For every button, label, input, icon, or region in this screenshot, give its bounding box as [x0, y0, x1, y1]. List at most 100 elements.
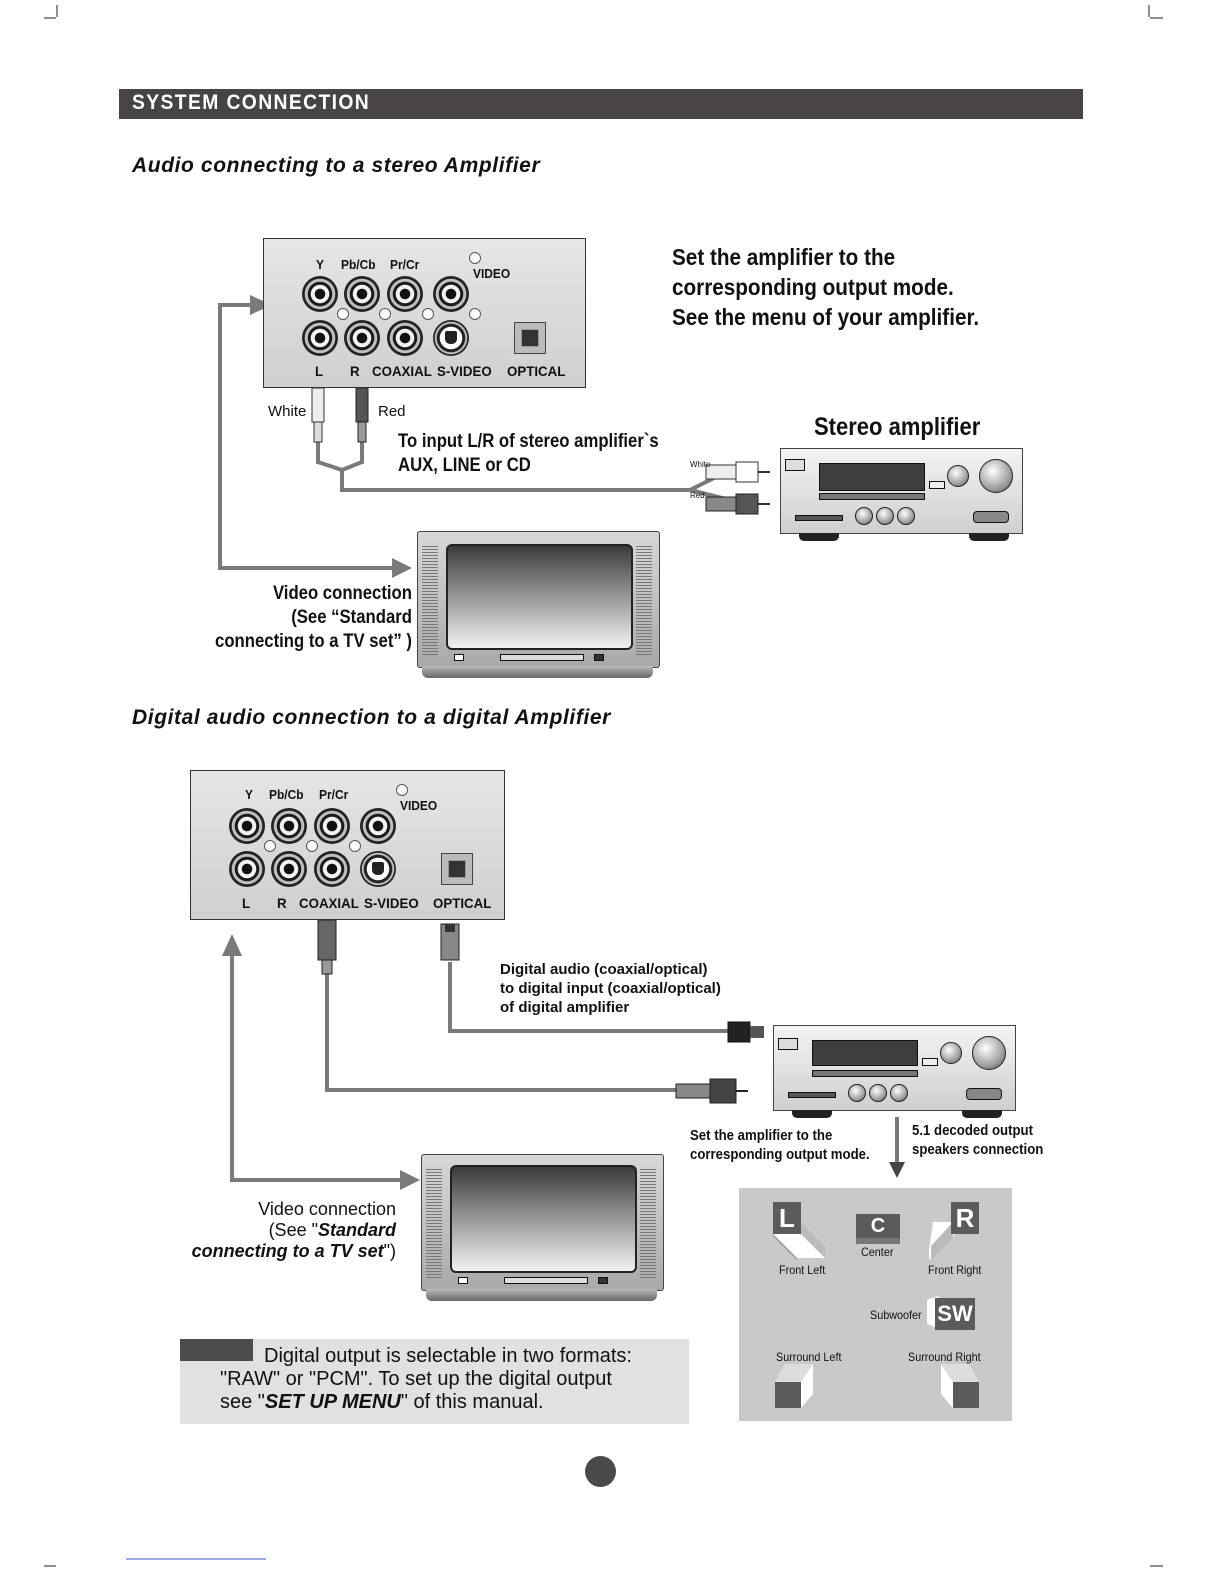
emphasis: connecting to a TV set — [191, 1241, 384, 1261]
label-pbcb: Pb/Cb — [341, 257, 376, 272]
label-video: VIDEO — [400, 798, 438, 813]
emphasis: SET UP MENU — [264, 1391, 401, 1413]
jack-video — [360, 808, 396, 844]
dot — [469, 308, 481, 320]
page-number-circle — [585, 1456, 616, 1487]
optical-port — [514, 322, 546, 354]
label-prcr: Pr/Cr — [390, 257, 420, 272]
instruction-line: To input L/R of stereo amplifier`s — [398, 431, 659, 452]
front-left-label: Front Left — [779, 1263, 826, 1277]
dot — [264, 840, 276, 852]
dot — [422, 308, 434, 320]
tv-set-1 — [417, 531, 660, 668]
speaker-r-badge: R — [951, 1202, 979, 1234]
label-video: VIDEO — [473, 266, 511, 281]
text: " of this manual. — [400, 1391, 544, 1413]
video-connection-note-2: Video connection (See "Standard connecti… — [180, 1199, 396, 1262]
note-tab — [180, 1339, 253, 1361]
center-label: Center — [861, 1245, 894, 1259]
note-box — [180, 1339, 689, 1424]
jack-audio-r — [271, 851, 307, 887]
red-label: Red — [378, 403, 406, 420]
label-l: L — [242, 895, 251, 911]
tv-screen — [450, 1165, 637, 1273]
label-svideo: S-VIDEO — [437, 363, 492, 379]
jack-video — [433, 276, 469, 312]
white-label: White — [268, 403, 307, 420]
section2-cables — [222, 919, 905, 1190]
set-amp-note: Set the amplifier to the corresponding o… — [690, 1126, 870, 1164]
jack-coaxial — [387, 320, 423, 356]
note-line: connecting to a TV set” ) — [215, 631, 412, 652]
label-y: Y — [316, 257, 324, 272]
tv-stand — [422, 666, 653, 678]
section-title-stereo: Audio connecting to a stereo Amplifier — [132, 154, 541, 177]
label-pbcb: Pb/Cb — [269, 787, 304, 802]
amp-display — [812, 1040, 918, 1066]
note-line: of digital amplifier — [500, 999, 630, 1016]
note-line: to digital input (coaxial/optical) — [500, 980, 721, 997]
tv-stand — [426, 1289, 657, 1301]
instruction-line: AUX, LINE or CD — [398, 455, 531, 476]
dot — [306, 840, 318, 852]
jack-audio-r — [344, 320, 380, 356]
note-line: Digital output is selectable in two form… — [264, 1345, 632, 1367]
svideo-jack — [360, 851, 396, 887]
note-line: Digital audio (coaxial/optical) — [500, 961, 708, 978]
note-line: speakers connection — [912, 1141, 1044, 1158]
text: ") — [383, 1241, 396, 1261]
note-line: Video connection — [258, 1199, 396, 1219]
dot — [349, 840, 361, 852]
jack-y — [302, 276, 338, 312]
section-title-digital: Digital audio connection to a digital Am… — [132, 706, 611, 729]
label-coaxial: COAXIAL — [299, 895, 359, 911]
input-instruction: To input L/R of stereo amplifier`s AUX, … — [398, 430, 659, 478]
note-line: corresponding output mode. — [690, 1146, 870, 1163]
plug-red-label: Red — [690, 491, 705, 500]
speaker-c-badge: C — [856, 1214, 900, 1238]
speaker-sw-badge: SW — [935, 1298, 975, 1330]
digital-amplifier — [773, 1025, 1016, 1118]
note-line: "RAW" or "PCM". To set up the digital ou… — [220, 1368, 612, 1390]
knob — [947, 465, 969, 487]
dot — [337, 308, 349, 320]
dot — [379, 308, 391, 320]
label-optical: OPTICAL — [433, 895, 492, 911]
indicator-dot — [469, 252, 481, 264]
label-coaxial: COAXIAL — [372, 363, 432, 379]
label-r: R — [277, 895, 287, 911]
text: (See " — [268, 1220, 318, 1240]
note-line: see "SET UP MENU" of this manual. — [220, 1391, 632, 1414]
jack-pb — [271, 808, 307, 844]
stereo-amplifier — [780, 448, 1023, 541]
volume-knob — [979, 459, 1013, 493]
player-rear-panel-2: Y Pb/Cb Pr/Cr VIDEO L R COAXIAL S-VIDEO … — [190, 770, 505, 920]
jack-y — [229, 808, 265, 844]
jack-audio-l — [302, 320, 338, 356]
indicator-dot — [396, 784, 408, 796]
jack-pb — [344, 276, 380, 312]
amplifier-note: Set the amplifier to the corresponding o… — [672, 242, 979, 332]
label-r: R — [350, 363, 360, 379]
svideo-jack — [433, 320, 469, 356]
surround-left-label: Surround Left — [776, 1350, 842, 1364]
digital-audio-note: Digital audio (coaxial/optical) to digit… — [500, 960, 721, 1017]
speaker-layout: L C R SW Front Left Center Front Right S… — [739, 1188, 1012, 1421]
note-line: connecting to a TV set") — [180, 1241, 396, 1262]
label-y: Y — [245, 787, 253, 802]
section1-cables — [218, 295, 770, 578]
optical-port — [441, 853, 473, 885]
note-line: (See “Standard — [291, 607, 412, 628]
note-line: (See "Standard — [180, 1220, 396, 1241]
stereo-amplifier-title: Stereo amplifier — [814, 413, 981, 441]
jack-audio-l — [229, 851, 265, 887]
subwoofer-label: Subwoofer — [870, 1308, 922, 1322]
header-bar — [119, 89, 1083, 119]
note-line: See the menu of your amplifier. — [672, 304, 980, 330]
amp-display — [819, 463, 925, 491]
speaker-l-badge: L — [773, 1202, 801, 1234]
label-svideo: S-VIDEO — [364, 895, 419, 911]
jack-pr — [387, 276, 423, 312]
volume-knob — [972, 1036, 1006, 1070]
